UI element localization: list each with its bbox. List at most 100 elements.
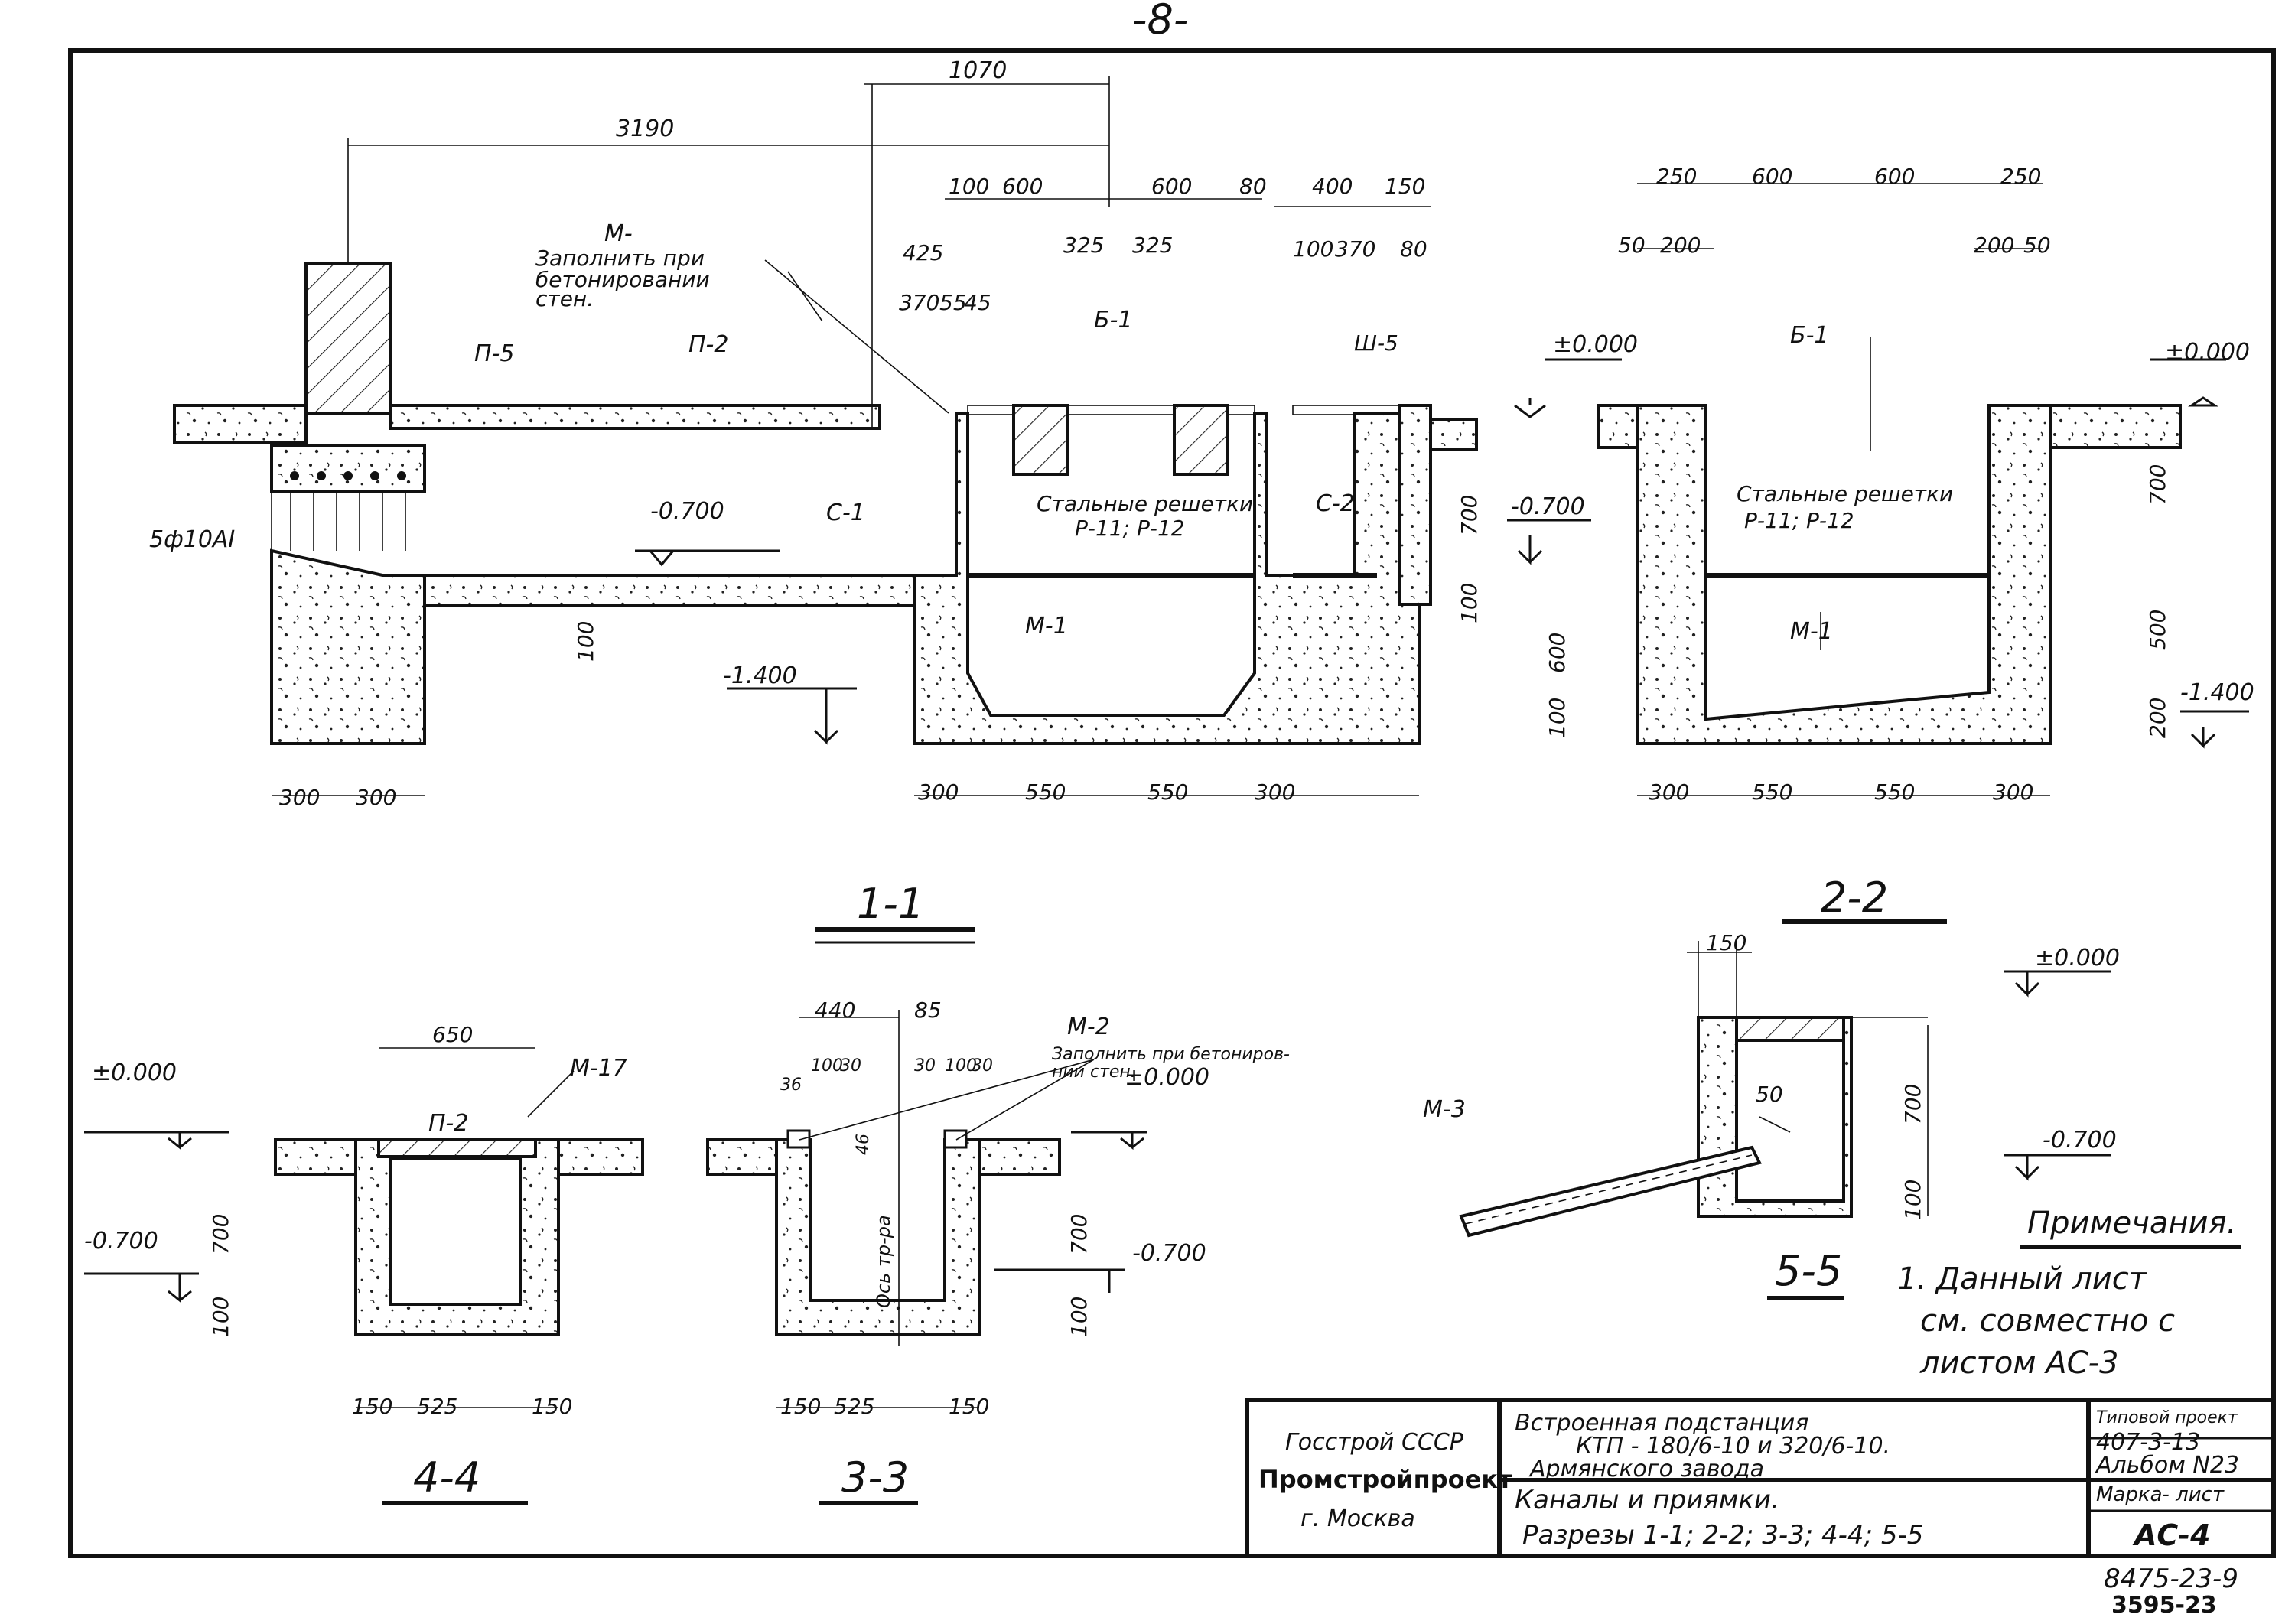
footer-code-2: 3595-23 (2111, 1592, 2217, 1619)
svg-text:150: 150 (1385, 174, 1425, 199)
svg-text:250: 250 (1656, 164, 1697, 189)
slab-p2 (377, 1138, 537, 1158)
svg-text:700: 700 (2145, 464, 2170, 505)
svg-text:150: 150 (949, 1394, 989, 1419)
svg-text:стен.: стен. (536, 286, 594, 311)
svg-text:525: 525 (834, 1394, 874, 1419)
section-title-4-4: 4-4 (413, 1453, 480, 1502)
svg-text:300: 300 (1255, 779, 1295, 805)
svg-text:Армянского завода: Армянского завода (1528, 1456, 1764, 1482)
beam-b1-left (1012, 404, 1069, 476)
svg-text:±0.000: ±0.000 (1125, 1064, 1209, 1091)
svg-text:325: 325 (1132, 233, 1173, 258)
svg-text:85: 85 (914, 998, 942, 1023)
svg-text:100: 100 (1545, 698, 1570, 738)
svg-text:200: 200 (1660, 233, 1701, 258)
section-2-2: 250 600 600 250 50 200 200 50 300 550 55… (1507, 164, 2254, 924)
svg-text:Встроенная подстанция: Встроенная подстанция (1515, 1410, 1808, 1437)
svg-text:300: 300 (1649, 779, 1689, 805)
svg-text:М-1: М-1 (1790, 618, 1833, 645)
svg-text:М-17: М-17 (570, 1055, 627, 1082)
svg-text:М-3: М-3 (1423, 1096, 1466, 1123)
svg-text:300: 300 (356, 785, 396, 810)
svg-text:700: 700 (1066, 1214, 1092, 1255)
svg-text:45: 45 (964, 290, 991, 315)
svg-text:-0.700: -0.700 (1511, 493, 1585, 520)
svg-text:500: 500 (2145, 610, 2170, 650)
section-1-1: 3190 1070 100 600 600 80 400 150 425 370… (149, 57, 1482, 944)
sheet-frame (68, 48, 2276, 1558)
svg-text:550: 550 (1752, 779, 1792, 805)
svg-text:600: 600 (1874, 164, 1915, 189)
svg-text:300: 300 (1993, 779, 2033, 805)
pipe-m3 (1459, 1145, 1762, 1238)
svg-text:600: 600 (1002, 174, 1043, 199)
sheet-mark: АС-4 (2132, 1518, 2211, 1552)
svg-text:-1.400: -1.400 (2180, 679, 2254, 706)
svg-text:Типовой проект: Типовой проект (2096, 1408, 2238, 1427)
level-minus-0700: -0.700 (650, 498, 724, 525)
page-number: -8- (1132, 0, 1188, 44)
svg-text:700: 700 (1457, 495, 1482, 535)
svg-text:200: 200 (1974, 233, 2014, 258)
svg-text:440: 440 (815, 998, 855, 1023)
svg-text:1. Данный лист: 1. Данный лист (1897, 1261, 2148, 1297)
svg-text:46: 46 (854, 1134, 873, 1155)
rebar-dots (290, 471, 406, 480)
svg-text:150: 150 (780, 1394, 821, 1419)
svg-text:550: 550 (1025, 779, 1066, 805)
svg-text:Промстройпроект: Промстройпроект (1258, 1465, 1512, 1494)
svg-text:листом АС-3: листом АС-3 (1919, 1346, 2118, 1381)
svg-text:см. совместно с: см. совместно с (1920, 1303, 2175, 1339)
svg-text:П-5: П-5 (474, 340, 514, 367)
svg-text:300: 300 (279, 785, 320, 810)
svg-text:150: 150 (352, 1394, 392, 1419)
svg-text:650: 650 (432, 1022, 473, 1047)
svg-text:425: 425 (903, 240, 943, 265)
svg-text:нии стен.: нии стен. (1052, 1063, 1136, 1082)
svg-text:200: 200 (2145, 698, 2170, 738)
svg-text:Р-11; Р-12: Р-11; Р-12 (1075, 516, 1185, 541)
svg-text:100: 100 (208, 1297, 233, 1337)
svg-text:100: 100 (949, 174, 989, 199)
svg-text:5ф10АI: 5ф10АI (149, 526, 235, 553)
svg-text:100: 100 (811, 1056, 843, 1076)
svg-text:100: 100 (573, 621, 598, 662)
section-4-4: 650 150 525 150 700 100 ±0.000 -0.700 П-… (84, 1022, 644, 1505)
section-title-3-3: 3-3 (842, 1453, 909, 1502)
svg-text:50: 50 (2023, 233, 2051, 258)
svg-text:С-2: С-2 (1316, 490, 1355, 517)
svg-text:-0.700: -0.700 (2043, 1127, 2117, 1154)
svg-text:Б-1: Б-1 (1094, 307, 1133, 334)
beam-b1-right (1173, 404, 1229, 476)
svg-text:30: 30 (972, 1056, 993, 1076)
svg-text:150: 150 (532, 1394, 572, 1419)
svg-text:30: 30 (914, 1056, 936, 1076)
svg-text:370: 370 (1335, 236, 1375, 262)
title-stamp: Госстрой СССР Промстройпроект г. Москва … (1245, 1398, 2276, 1558)
foundation-left (270, 548, 426, 745)
floor-slab-p2 (389, 404, 881, 430)
svg-text:Р-11; Р-12: Р-11; Р-12 (1744, 508, 1854, 533)
svg-text:П-2: П-2 (688, 331, 728, 358)
svg-text:550: 550 (1874, 779, 1915, 805)
svg-text:-0.700: -0.700 (84, 1228, 158, 1255)
svg-text:400: 400 (1312, 174, 1353, 199)
section-5-5: 150 700 100 50 ±0.000 -0.700 М-3 5-5 (1423, 930, 2120, 1300)
svg-text:Госстрой СССР: Госстрой СССР (1285, 1429, 1464, 1456)
svg-text:Заполнить при бетониров-: Заполнить при бетониров- (1052, 1045, 1290, 1064)
svg-text:700: 700 (208, 1214, 233, 1255)
svg-text:П-2: П-2 (428, 1110, 468, 1137)
pit-5-5-concrete (1697, 1016, 1853, 1218)
dim-1070: 1070 (949, 57, 1007, 84)
svg-text:Альбом N23: Альбом N23 (2095, 1452, 2239, 1479)
svg-text:КТП - 180/6-10 и 320/6-10.: КТП - 180/6-10 и 320/6-10. (1576, 1433, 1890, 1460)
footer-code-1: 8475-23-9 (2104, 1564, 2238, 1594)
svg-text:Б-1: Б-1 (1790, 322, 1829, 349)
beam (270, 444, 426, 493)
svg-text:55: 55 (939, 290, 967, 315)
svg-text:300: 300 (918, 779, 959, 805)
brick-wall (304, 262, 392, 415)
pit-concrete (913, 412, 1428, 745)
